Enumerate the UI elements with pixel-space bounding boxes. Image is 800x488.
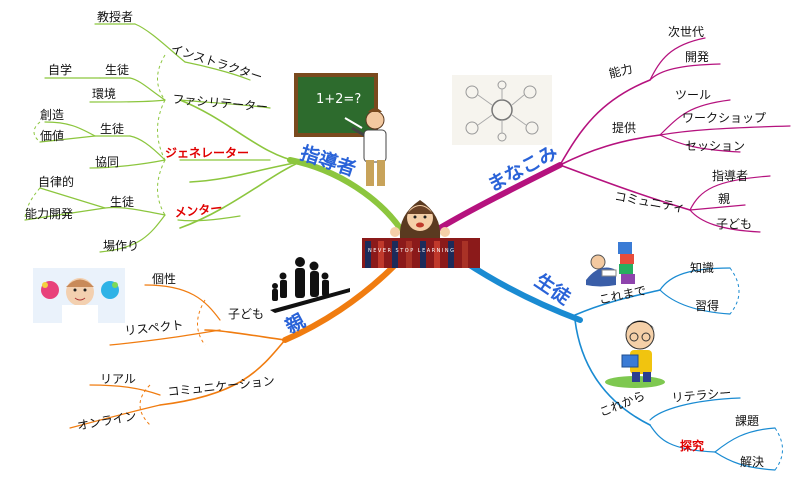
label-session: セッション — [685, 139, 745, 153]
label-knowledge: 知識 — [690, 261, 714, 275]
parent-branch — [69, 262, 398, 429]
label-community: コミュニティ — [613, 189, 686, 215]
label-generator-student: 生徒 — [100, 122, 124, 136]
label-real: リアル — [100, 372, 136, 386]
label-from-now: これから — [597, 388, 647, 419]
books-banner: NEVER STOP LEARNING — [368, 248, 455, 254]
family-silhouette-icon — [270, 257, 350, 313]
label-solution: 解決 — [740, 455, 764, 469]
teacher-main-branch — [287, 157, 403, 231]
label-collaboration: 協同 — [95, 154, 119, 169]
label-individuality: 個性 — [152, 272, 176, 286]
boy-reading-book-icon — [605, 320, 665, 388]
teacher-branch — [24, 23, 403, 253]
label-mentor-student: 生徒 — [110, 195, 134, 209]
student-dashed-brackets — [729, 267, 783, 471]
label-place-making: 場作り — [103, 239, 139, 253]
child-reading-icon: NEVER STOP LEARNING — [362, 200, 480, 268]
student-main-branch — [462, 259, 583, 323]
label-facilitator: ファシリテーター — [172, 92, 269, 114]
manabi-main-branch — [437, 162, 563, 231]
label-habit: 習得 — [695, 298, 719, 313]
label-next-gen: 次世代 — [668, 25, 704, 39]
label-environment: 環境 — [92, 86, 116, 101]
label-manabi-parent: 親 — [718, 192, 730, 206]
label-ability-dev: 能力開発 — [25, 207, 73, 221]
label-inquiry: 探究 — [680, 438, 704, 453]
idea-network-icon — [452, 75, 552, 145]
label-generator: ジェネレーター — [165, 146, 249, 160]
label-ability: 能力 — [607, 62, 634, 81]
teacher-at-blackboard-icon: 1+2=? — [294, 73, 387, 186]
label-literacy: リテラシー — [671, 386, 732, 405]
label-workshop: ワークショップ — [682, 111, 766, 125]
label-autonomous: 自律的 — [38, 174, 74, 189]
label-teacher-student: 生徒 — [105, 63, 129, 77]
label-mentor: メンター — [174, 201, 223, 220]
label-online: オンライン — [76, 409, 138, 433]
label-until-now: これまで — [598, 283, 648, 307]
child-painted-hands-icon — [33, 268, 125, 323]
blackboard-equation: 1+2=? — [316, 92, 361, 107]
student-branch — [462, 259, 776, 471]
parent-dashed-brackets — [139, 299, 206, 426]
label-respect: リスペクト — [124, 318, 184, 338]
label-leader: 指導者 — [712, 168, 748, 183]
parent-main-branch — [282, 262, 398, 343]
label-self-study: 自学 — [48, 62, 72, 77]
label-professor: 教授者 — [97, 9, 133, 24]
manabi-branch — [437, 37, 791, 233]
teacher-dashed-brackets — [24, 54, 166, 221]
label-value: 価値 — [40, 128, 64, 143]
label-creation: 創造 — [40, 108, 64, 122]
person-reading-books-icon — [586, 242, 635, 287]
label-tool: ツール — [675, 88, 711, 102]
label-instructor: インストラクター — [169, 42, 264, 85]
label-parent-child: 子ども — [228, 307, 264, 321]
label-task: 課題 — [735, 413, 759, 428]
label-provide: 提供 — [612, 120, 636, 135]
label-manabi-child: 子ども — [716, 217, 752, 231]
label-communication: コミュニケーション — [167, 374, 276, 399]
label-development: 開発 — [685, 50, 709, 64]
